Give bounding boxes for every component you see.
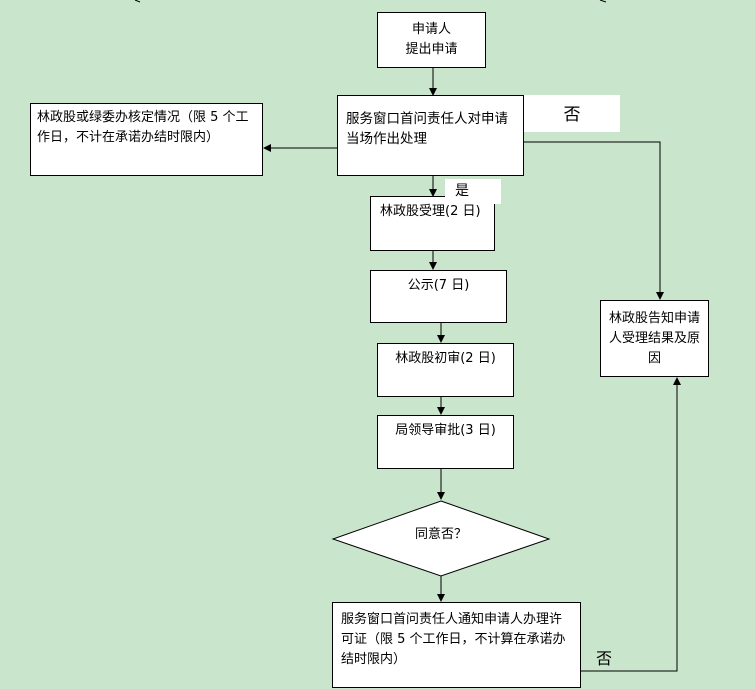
publicity-box: 公示(7 日) <box>370 270 507 323</box>
yes-label: 是 <box>445 179 501 204</box>
top-edge-line-left <box>134 0 141 3</box>
applicant-box: 申请人 提出申请 <box>377 12 486 68</box>
arrow-permit-to-notify-result <box>580 377 681 672</box>
no-label-top: 否 <box>524 95 620 132</box>
bureau-approval-box: 局领导审批(3 日) <box>377 415 514 469</box>
decision-label: 同意否？ <box>414 526 467 542</box>
first-responsible-box: 服务窗口首问责任人对申请当场作出处理 <box>337 95 524 176</box>
applicant-line-1: 申请人 <box>411 22 451 37</box>
initial-review-box: 林政股初审(2 日) <box>377 343 514 397</box>
applicant-line-2: 提出申请 <box>405 42 458 57</box>
no-label-bottom: 否 <box>596 649 613 668</box>
accept-box: 林政股受理(2 日) <box>370 196 495 251</box>
verify-box: 林政股或绿委办核定情况（限 5 个工作日，不计在承诺办结时限内） <box>30 103 263 176</box>
notify-permit-box: 服务窗口首问责任人通知申请人办理许可证（限 5 个工作日，不计算在承诺办结时限内… <box>332 602 581 688</box>
arrow-window-to-notify-result <box>523 141 664 300</box>
notify-result-box: 林政股告知申请人受理结果及原因 <box>600 300 709 377</box>
top-edge-line-right <box>599 0 607 3</box>
